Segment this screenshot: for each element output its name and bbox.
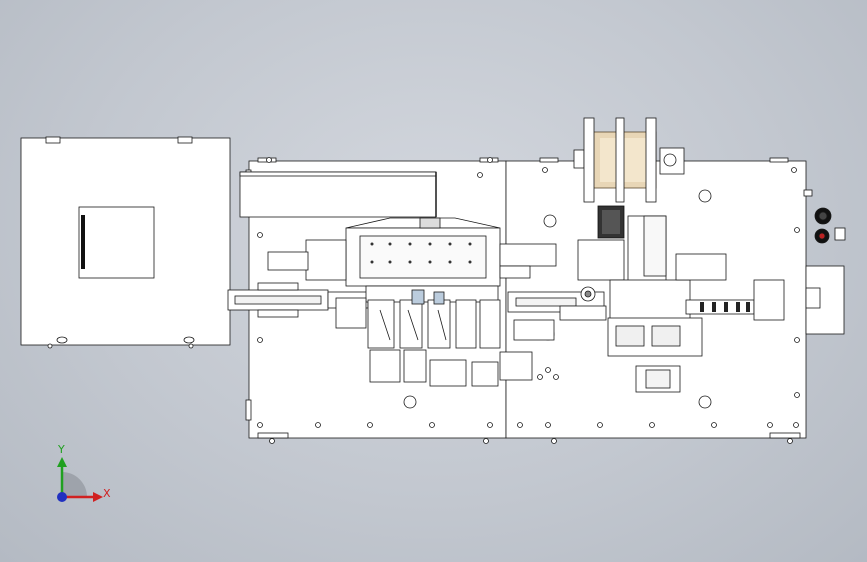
x-axis-label: X [103,487,111,500]
y-axis-label: Y [58,443,65,456]
door-handle [81,215,85,269]
station-cluster-left [335,285,533,387]
feed-cover [239,171,437,218]
orientation-triad [57,457,103,502]
transfer-head [267,217,557,287]
wire-spool [573,117,685,203]
left-cabinet [20,136,231,349]
processing-module-right [507,205,785,393]
right-side-components [803,189,846,335]
